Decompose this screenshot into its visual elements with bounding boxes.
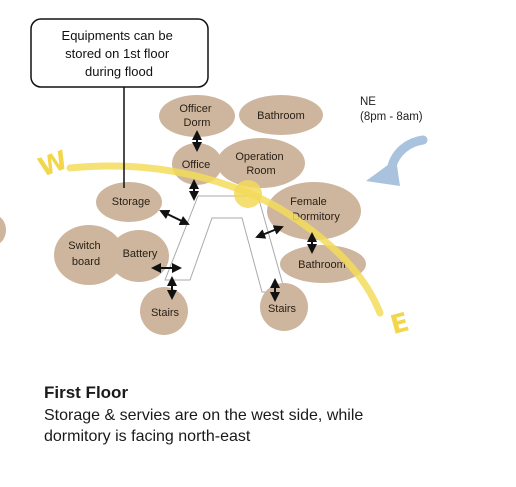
svg-text:NE (8pm - 8am): NE (8pm - 8am) — [360, 96, 423, 123]
svg-text:Female Dormitory: Female Dormitory — [290, 196, 340, 223]
wind-arrow-icon — [366, 135, 428, 186]
room-bathroom-top: Bathroom — [239, 95, 323, 135]
room-label-officer-dorm-2: Dorm — [184, 117, 211, 129]
sun-path-arc — [66, 162, 384, 317]
callout-line-2: stored on 1st floor — [65, 46, 170, 61]
room-label-storage: Storage — [112, 196, 151, 208]
room-label-stairs-left: Stairs — [151, 307, 180, 319]
wind-time-label: (8pm - 8am) — [360, 111, 423, 123]
svg-text:Switch board: Switch board — [68, 240, 103, 268]
flood-callout: Equipments can be stored on 1st floor du… — [30, 18, 209, 188]
room-label-officer-dorm-1: Officer — [179, 103, 212, 115]
room-operation-room: Operation Room — [217, 138, 305, 188]
connection-arrows — [151, 130, 317, 302]
room-female-dormitory: Female Dormitory — [267, 182, 361, 240]
room-officer-dorm: Officer Dorm — [159, 95, 235, 137]
svg-text:Officer Dorm: Officer Dorm — [179, 103, 214, 129]
room-label-bathroom-top: Bathroom — [257, 110, 305, 122]
callout-line-1: Equipments can be — [62, 28, 173, 43]
room-label-bathroom-bottom: Bathroom — [298, 259, 346, 271]
room-label-battery: Battery — [123, 248, 158, 260]
callout-box — [30, 18, 209, 88]
sun-path-west-label: W — [35, 145, 72, 183]
sun-path-east-label: E — [387, 307, 412, 341]
room-storage: Storage — [96, 182, 162, 222]
room-stairs-left: Stairs — [140, 287, 188, 335]
room-label-office: Office — [182, 159, 211, 171]
caption-line-2: dormitory is facing north-east — [44, 428, 251, 445]
sun-icon — [234, 180, 262, 208]
partial-room-left-edge — [0, 217, 6, 243]
arrow-female-building — [255, 225, 284, 239]
room-label-switch-2: board — [72, 256, 100, 268]
room-label-switch-1: Switch — [68, 240, 100, 252]
room-label-operation-1: Operation — [235, 151, 283, 163]
room-switch-board: Switch board — [54, 225, 124, 285]
room-stairs-right: Stairs — [260, 283, 308, 331]
arrow-storage-building — [159, 209, 190, 226]
wind-direction-label: NE — [360, 96, 376, 108]
room-label-female-1: Female — [290, 196, 327, 208]
building-outline — [164, 195, 286, 293]
caption-line-1: Storage & servies are on the west side, … — [44, 407, 364, 424]
room-label-female-2: Dormitory — [292, 211, 340, 223]
room-label-stairs-right: Stairs — [268, 303, 297, 315]
caption-title: First Floor — [44, 383, 129, 402]
caption: First Floor Storage & servies are on the… — [44, 381, 504, 447]
svg-text:Equipments can be stor: Equipments can be stored on 1st floor du… — [62, 28, 177, 79]
svg-text:Operation Room: Operation Room — [235, 151, 286, 177]
room-label-operation-2: Room — [246, 165, 275, 177]
caption-body: Storage & servies are on the west side, … — [44, 405, 504, 447]
room-battery: Battery — [109, 230, 169, 282]
callout-line-3: during flood — [85, 64, 153, 79]
